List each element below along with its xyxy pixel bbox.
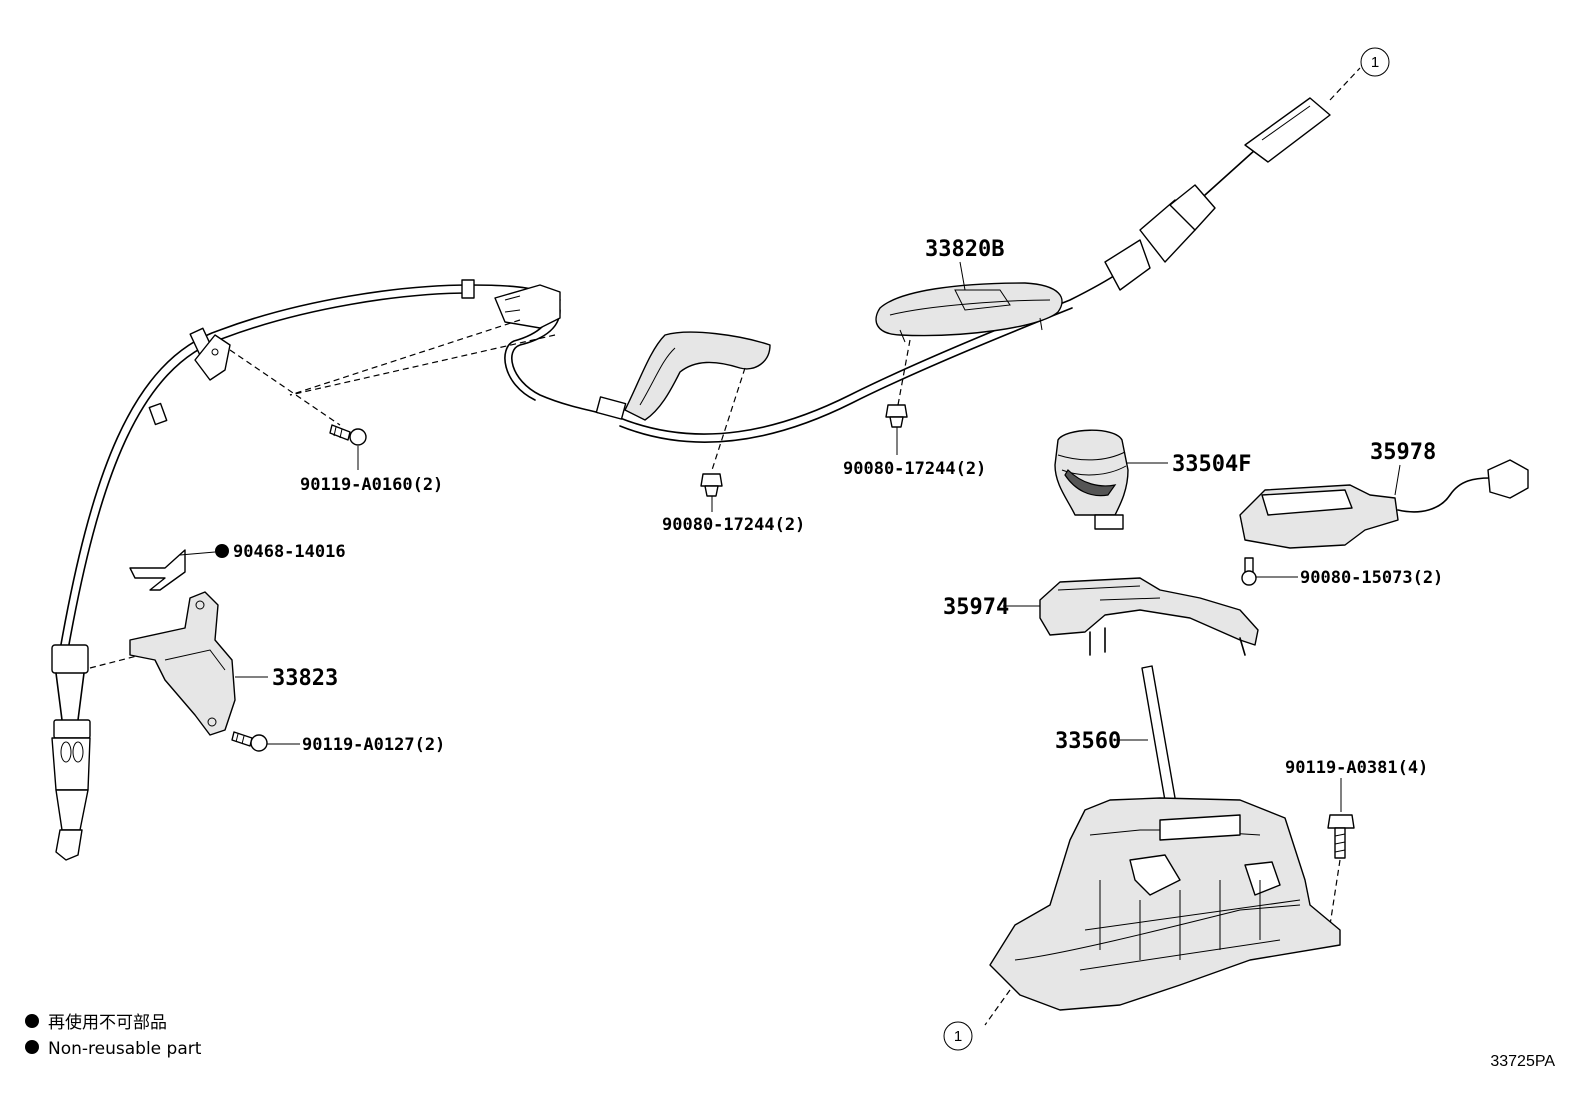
ref-label-top: 1: [1371, 54, 1379, 71]
label-33820b: 33820B: [925, 237, 1004, 262]
label-33504f: 33504F: [1172, 452, 1251, 477]
label-90468-14016: 90468-14016: [233, 542, 346, 562]
shift-knob: [1054, 429, 1129, 530]
bolt-15073-icon: [1241, 557, 1257, 586]
cable-end-upper: [1104, 97, 1331, 291]
label-90080-15073: 90080-15073(2): [1300, 568, 1443, 588]
control-cable: [51, 271, 1121, 861]
label-90080-17244-right: 90080-17244(2): [843, 459, 986, 479]
non-reusable-dot-icon: [215, 544, 229, 558]
bolt-a0160-icon: [329, 424, 367, 446]
legend-en: Non-reusable part: [48, 1039, 202, 1059]
legend-jp: 再使用不可部品: [48, 1012, 167, 1033]
legend-dot-en-icon: [25, 1040, 39, 1054]
label-90080-17244-left: 90080-17244(2): [662, 515, 805, 535]
label-33560: 33560: [1055, 729, 1121, 754]
ref-label-bottom: 1: [954, 1028, 962, 1045]
bolt-a0127-icon: [231, 731, 268, 752]
leader-14016: [179, 551, 216, 556]
cable-grommet: [875, 282, 1063, 343]
washer-14016-icon: [129, 549, 186, 591]
leader-35978: [1394, 464, 1401, 496]
diagram-code: 33725PA: [1490, 1053, 1555, 1070]
bolt-a0381-icon: [1327, 814, 1355, 859]
label-90119-a0381: 90119-A0381(4): [1285, 758, 1428, 778]
label-90119-a0127: 90119-A0127(2): [302, 735, 445, 755]
shift-cable-bracket: [129, 591, 236, 736]
label-35974: 35974: [943, 595, 1009, 620]
clip-right-icon: [885, 404, 908, 428]
label-35978: 35978: [1370, 440, 1436, 465]
cable-s-bracket: [624, 331, 771, 421]
ref-circle-bottom: 1: [943, 1021, 973, 1051]
label-33823: 33823: [272, 666, 338, 691]
legend-dot-jp-icon: [25, 1014, 39, 1028]
clip-left-icon: [700, 473, 723, 497]
shift-lock-switch: [1239, 459, 1529, 549]
ref-circle-top: 1: [1360, 47, 1390, 77]
dashed-leaders: [89, 67, 1361, 1026]
shift-lever-assy: [989, 665, 1341, 1011]
legend: 再使用不可部品 Non-reusable part: [25, 1012, 202, 1059]
label-90119-a0160: 90119-A0160(2): [300, 475, 443, 495]
indicator-housing: [1039, 577, 1259, 656]
leader-33820b: [959, 261, 966, 291]
